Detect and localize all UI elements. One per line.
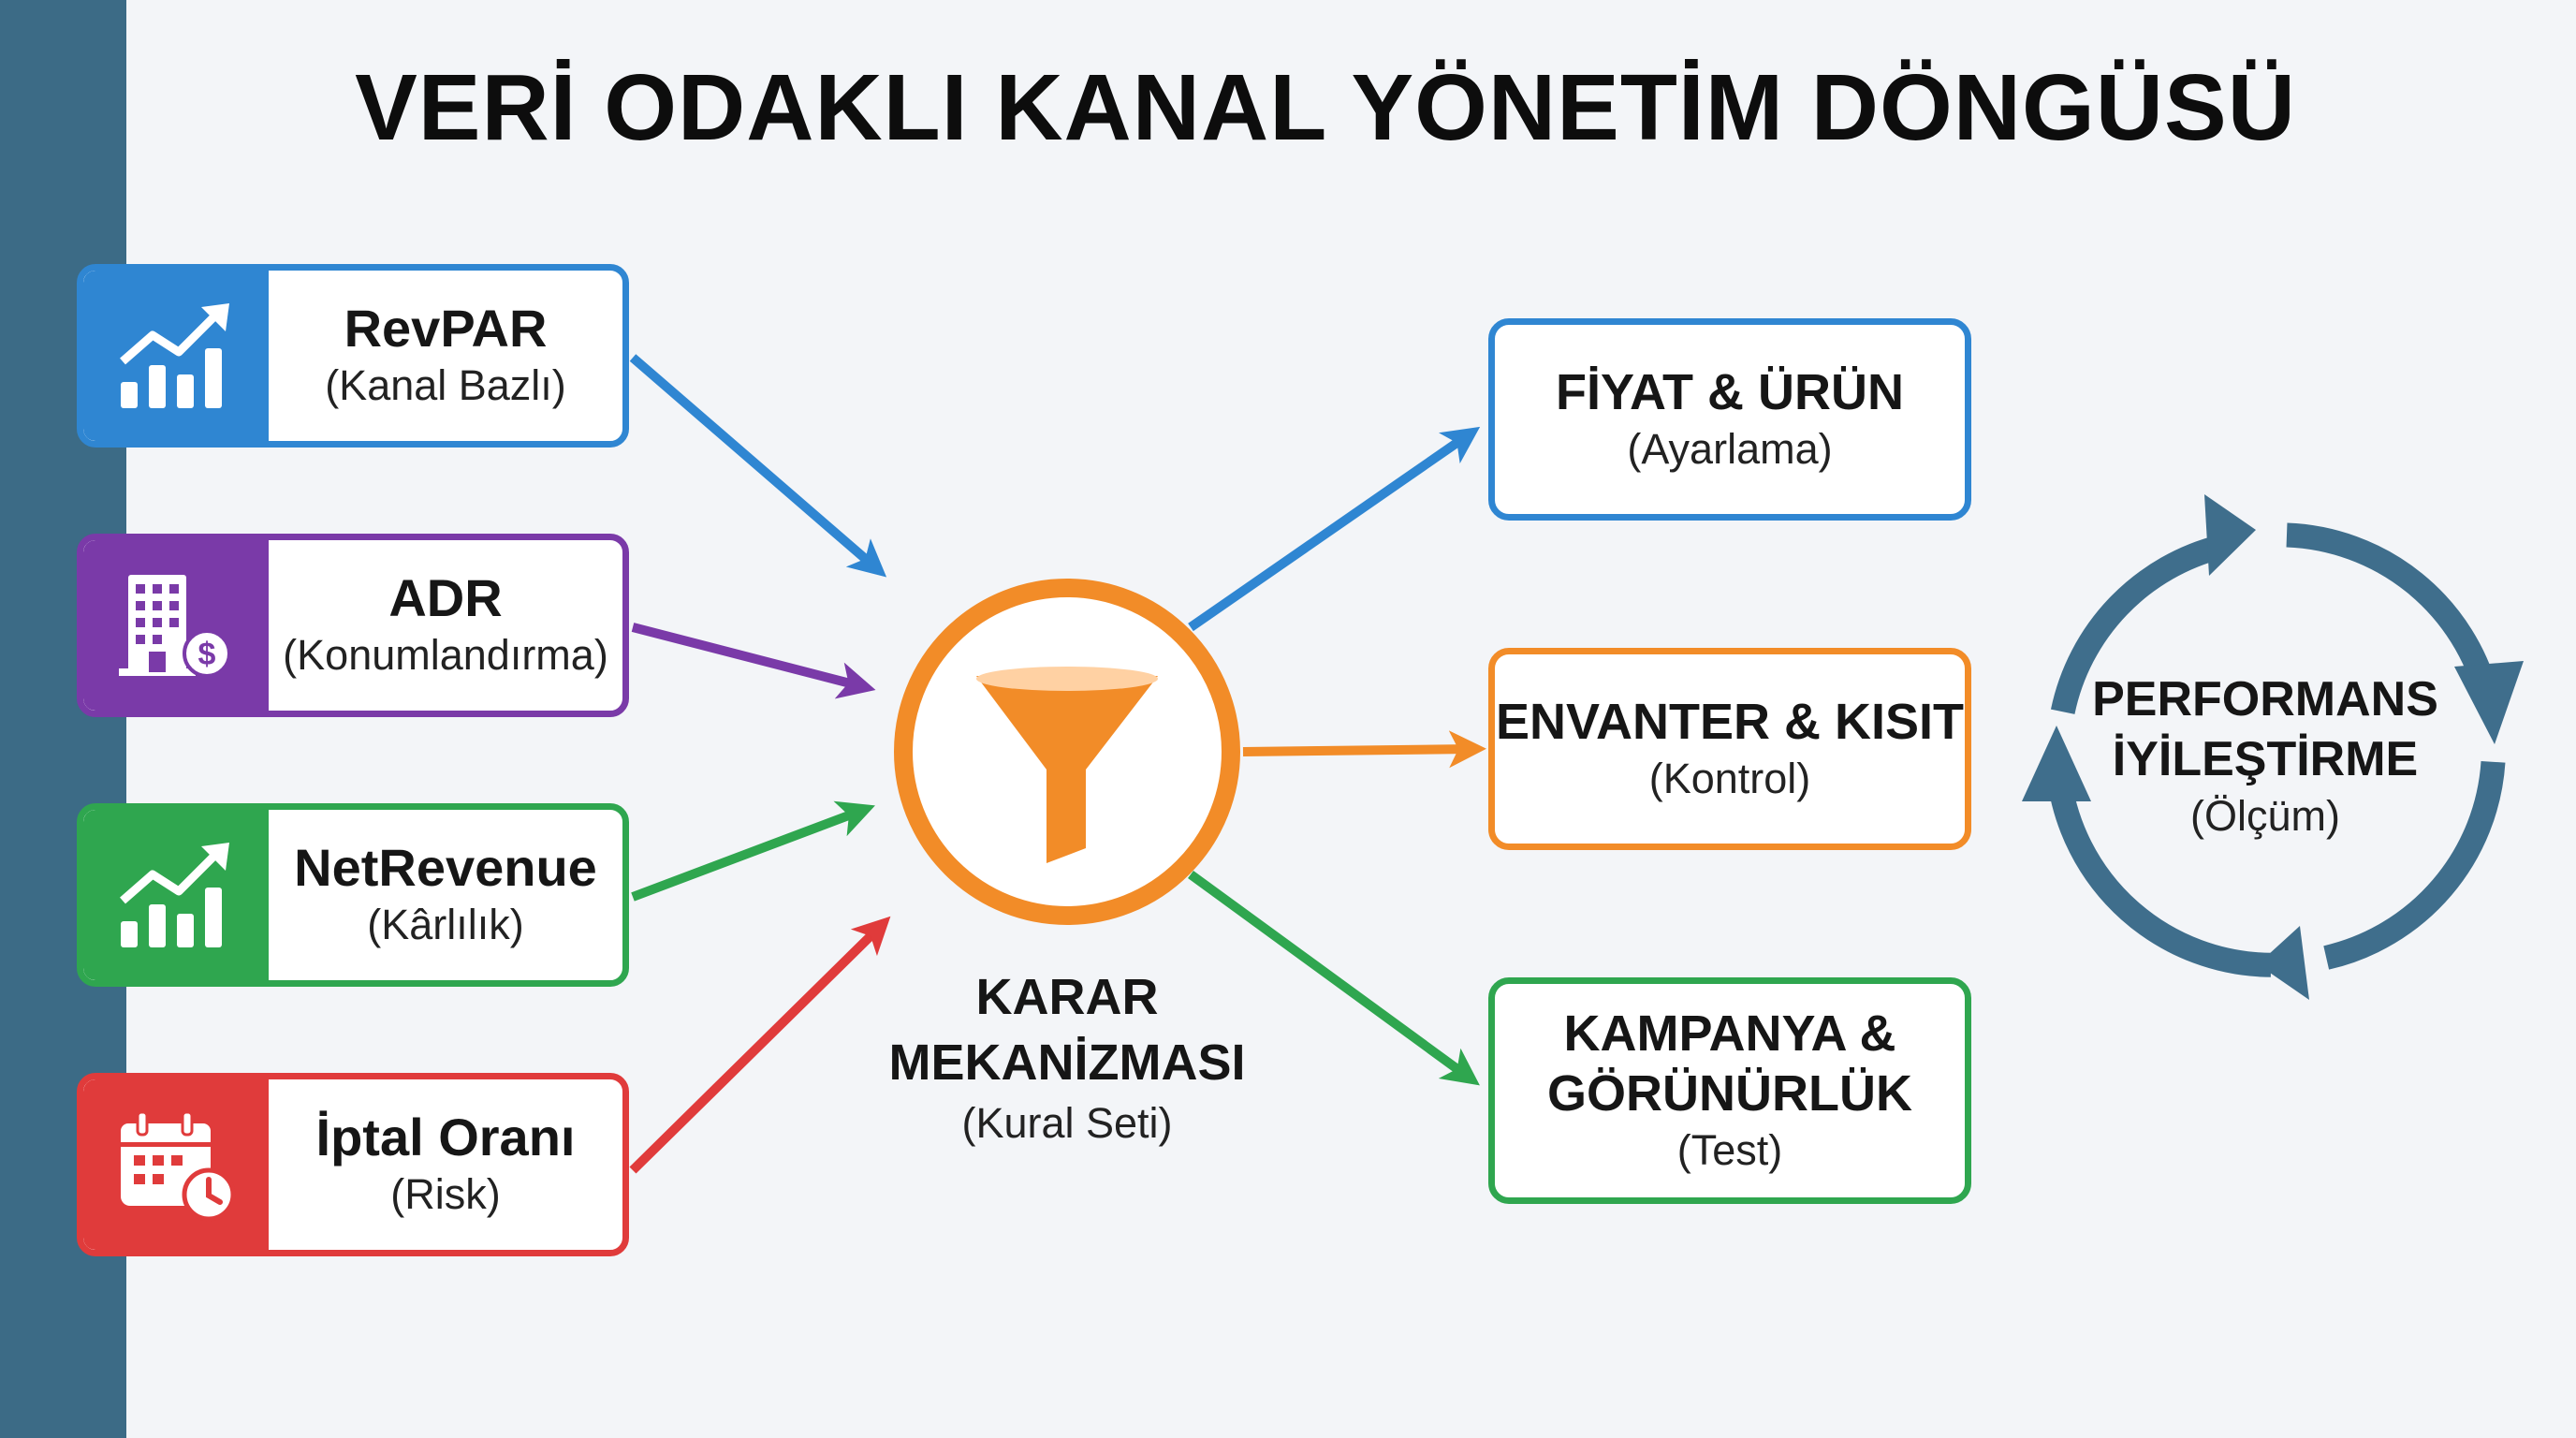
- input-card-iptal: İptal Oranı (Risk): [77, 1073, 629, 1256]
- arrow-adr-to-center: [631, 623, 876, 699]
- arrow-netrevenue-to-center: [631, 800, 875, 902]
- calendar-clock-icon: [121, 1110, 236, 1222]
- input-sub-adr: (Konumlandırma): [283, 631, 608, 679]
- page-title: VERİ ODAKLI KANAL YÖNETİM DÖNGÜSÜ: [355, 55, 2296, 160]
- chart-growth-icon: [120, 843, 229, 947]
- cycle-arrows-icon: [2046, 522, 2506, 977]
- cycle-arrowhead-left: [2022, 726, 2091, 801]
- input-label-revpar: RevPAR: [344, 299, 548, 358]
- input-card-adr: $ ADR (Konumlandırma): [77, 534, 629, 717]
- funnel-icon: [976, 667, 1158, 863]
- input-label-iptal: İptal Oranı: [315, 1108, 576, 1167]
- decision-title-line1: KARAR: [975, 969, 1159, 1025]
- svg-text:$: $: [198, 637, 216, 672]
- cycle-sub: (Ölçüm): [2190, 792, 2340, 840]
- output-card-kampanya: KAMPANYA & GÖRÜNÜRLÜK (Test): [1488, 977, 1971, 1204]
- cycle-title-line2: İYİLEŞTİRME: [2112, 732, 2419, 786]
- chart-growth-icon: [120, 303, 229, 408]
- arrow-center-to-kampanya: [1188, 870, 1480, 1086]
- icon-pane-iptal: [83, 1079, 269, 1250]
- arrow-center-to-envanter: [1242, 730, 1486, 769]
- output-sub-fiyat: (Ayarlama): [1627, 425, 1833, 473]
- output-sub-kampanya: (Test): [1676, 1126, 1783, 1174]
- input-label-netrevenue: NetRevenue: [294, 838, 597, 897]
- cycle-arrowhead-bottom: [2258, 926, 2309, 1000]
- arrow-iptal-to-center: [629, 916, 891, 1174]
- output-label-kampanya-line1: KAMPANYA &: [1563, 1005, 1896, 1062]
- icon-pane-adr: $: [83, 540, 269, 711]
- decision-sub: (Kural Seti): [961, 1099, 1173, 1147]
- input-sub-iptal: (Risk): [390, 1170, 501, 1218]
- output-card-fiyat: FİYAT & ÜRÜN (Ayarlama): [1488, 318, 1971, 521]
- output-label-envanter: ENVANTER & KISIT: [1495, 694, 1965, 750]
- icon-pane-revpar: [83, 271, 269, 441]
- input-card-netrevenue: NetRevenue (Kârlılık): [77, 803, 629, 987]
- cycle-title-line1: PERFORMANS: [2092, 672, 2438, 726]
- cycle-arrowhead-right: [2454, 661, 2524, 744]
- input-label-adr: ADR: [388, 568, 503, 627]
- arrow-center-to-fiyat: [1188, 426, 1481, 632]
- output-card-envanter: ENVANTER & KISIT (Kontrol): [1488, 648, 1971, 850]
- input-card-revpar: RevPAR (Kanal Bazlı): [77, 264, 629, 448]
- output-sub-envanter: (Kontrol): [1648, 755, 1811, 802]
- output-label-fiyat: FİYAT & ÜRÜN: [1555, 364, 1904, 420]
- output-label-kampanya-line2: GÖRÜNÜRLÜK: [1547, 1065, 1912, 1122]
- input-sub-revpar: (Kanal Bazlı): [325, 361, 566, 409]
- building-dollar-icon: $: [119, 575, 231, 678]
- icon-pane-netrevenue: [83, 810, 269, 980]
- decision-title-line2: MEKANİZMASI: [888, 1034, 1246, 1091]
- arrow-revpar-to-center: [629, 354, 887, 578]
- decision-label: KARAR MEKANİZMASI (Kural Seti): [852, 964, 1282, 1152]
- cycle-label: PERFORMANS İYİLEŞTİRME (Ölçüm): [2059, 669, 2471, 844]
- cycle-arrowhead-top: [2204, 494, 2256, 576]
- input-sub-netrevenue: (Kârlılık): [367, 901, 524, 948]
